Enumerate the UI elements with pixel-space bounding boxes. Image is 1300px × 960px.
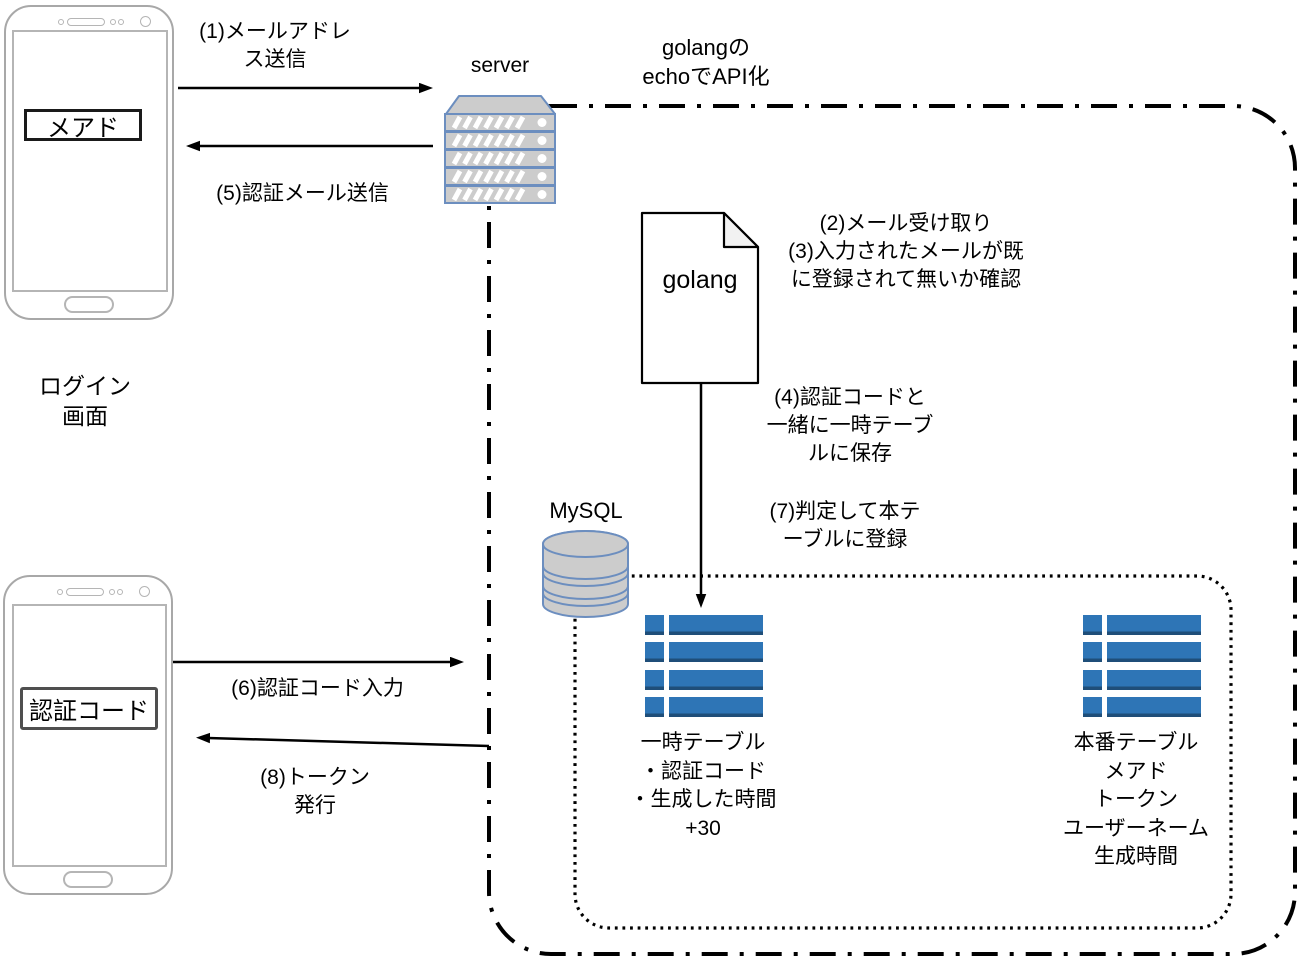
phone-camera-icon [139,586,150,597]
arrow-step8-issue-token [196,732,490,748]
login-phone: メアド [4,5,174,320]
mysql-label: MySQL [530,496,642,525]
phone-sensor-dot [117,589,123,595]
temp-table-icon [645,615,763,717]
prod-table-field2: トークン [1094,788,1178,811]
temp-table-field3: +30 [685,816,721,840]
prod-table-field1: メアド [1104,759,1168,783]
temp-table-label: 一時テーブル ・認証コード ・生成した時間 +30 [603,729,803,843]
login-caption-line1: ログイン [39,373,131,399]
golang-document-icon [640,211,760,385]
step1-line1: (1)メールアドレ [199,20,351,43]
step8-line2: 発行 [294,794,336,817]
step1-line2: ス送信 [243,48,307,71]
step8-line1: (8)トークン [260,766,370,789]
golang-file-label-text: golang [662,266,738,294]
phone-sensor-dot [58,19,64,25]
prod-table-title: 本番テーブル [1073,731,1199,754]
step7-line2: ーブルに登録 [782,528,908,551]
prod-table-field3: ユーザーネーム [1063,816,1209,840]
phone-speaker-slot [66,588,104,596]
mysql-tables-dotted-border [573,574,1233,930]
golang-file-label: golang [642,266,758,295]
step8-label: (8)トークン 発行 [230,764,400,820]
phone-home-button [64,296,114,313]
prod-table-field4: 生成時間 [1094,845,1178,868]
step7-line1: (7)判定して本テ [769,500,921,523]
temp-table-field2: ・生成した時間 [629,788,777,811]
step5-line1: (5)認証メール送信 [216,182,389,205]
phone-speaker-slot [67,18,105,26]
step5-label: (5)認証メール送信 [185,180,420,208]
step3-line2: に登録されて無いか確認 [790,268,1022,291]
auth-phone-screen [12,604,167,867]
server-icon [445,95,555,203]
step4-label: (4)認証コードと 一緒に一時テーブ ルに保存 [740,384,960,468]
mysql-label-text: MySQL [549,498,623,523]
api-boundary-dashdot-border [487,104,1297,956]
login-screen-caption: ログイン 画面 [15,371,155,431]
prod-table-icon [1083,615,1201,717]
step6-line1: (6)認証コード入力 [231,677,404,700]
phone-sensor-dot [118,19,124,25]
step4-line3: ルに保存 [808,442,892,465]
phone-sensor-dot [110,19,116,25]
phone-sensor-dot [109,589,115,595]
auth-code-input-box[interactable]: 認証コード [20,687,158,730]
step1-label: (1)メールアドレ ス送信 [185,18,365,74]
phone-camera-icon [140,16,151,27]
phone-sensor-dot [57,589,63,595]
step4-line1: (4)認証コードと [774,386,926,409]
step3-line1: (3)入力されたメールが既 [788,240,1024,263]
mysql-database-icon [542,530,629,618]
auth-phone: 認証コード [3,575,173,895]
step2-line1: (2)メール受け取り [819,212,993,235]
temp-table-title: 一時テーブル [640,731,766,754]
api-title: golangの echoでAPI化 [606,33,806,91]
email-input-box[interactable]: メアド [24,109,142,142]
prod-table-label: 本番テーブル メアド トークン ユーザーネーム 生成時間 [1036,729,1236,872]
step6-label: (6)認証コード入力 [200,675,435,703]
api-title-line1: golangの [661,35,751,60]
auth-code-input-label: 認証コード [29,698,149,725]
login-phone-screen [12,30,168,292]
step2-3-label: (2)メール受け取り (3)入力されたメールが既 に登録されて無いか確認 [756,210,1056,294]
phone-home-button [63,871,113,888]
server-label-text: server [470,54,530,77]
email-input-label: メアド [47,114,119,142]
login-caption-line2: 画面 [62,403,108,429]
step7-label: (7)判定して本テ ーブルに登録 [735,498,955,554]
api-title-line2: echoでAPI化 [642,64,770,89]
server-label: server [444,52,556,80]
step4-line2: 一緒に一時テーブ [766,414,934,437]
temp-table-field1: ・認証コード [640,759,766,783]
